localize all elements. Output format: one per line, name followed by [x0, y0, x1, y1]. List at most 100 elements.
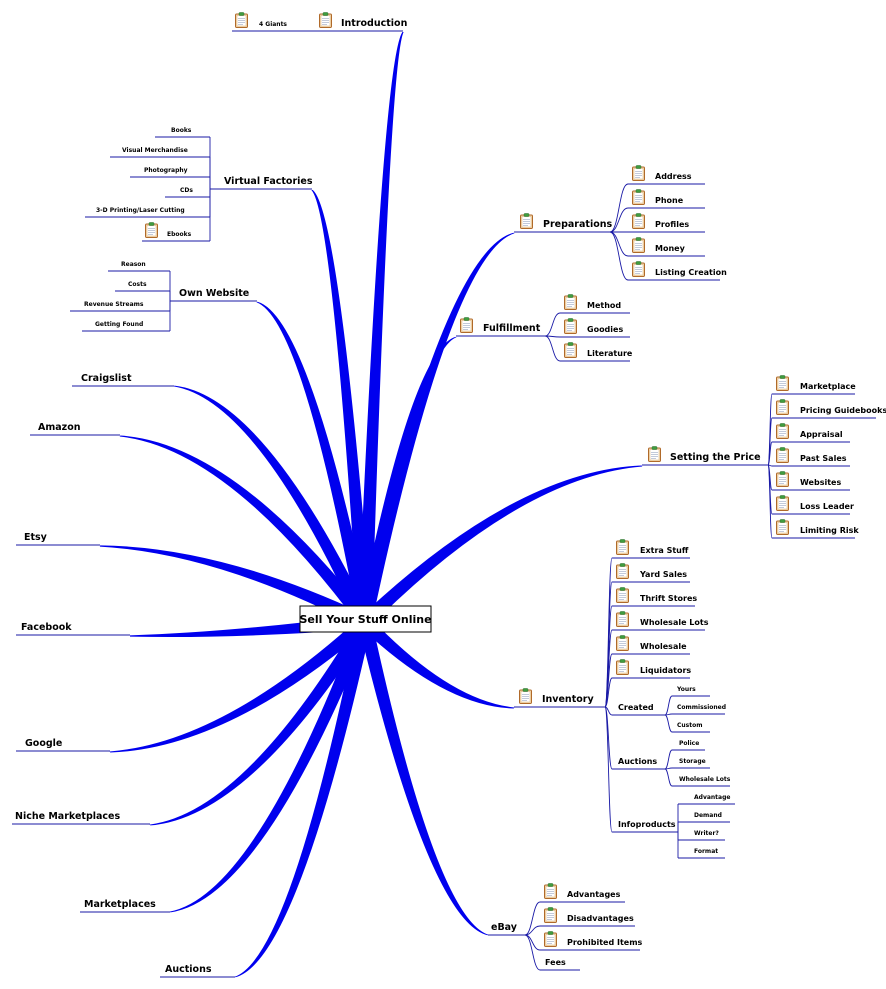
node-photography[interactable]: Photography [130, 167, 210, 178]
node-created[interactable]: Created [612, 703, 665, 716]
sub-connector [524, 934, 541, 971]
node-reason[interactable]: Reason [108, 261, 170, 272]
node-label: Created [618, 703, 654, 712]
node-advantage[interactable]: Advantage [678, 794, 735, 805]
node-address[interactable]: Address [628, 165, 705, 185]
node-label: Method [587, 301, 621, 310]
node-label: Ebooks [167, 231, 192, 238]
node-disadvantages[interactable]: Disadvantages [540, 907, 635, 927]
node-ebooks[interactable]: Ebooks [142, 222, 210, 242]
node-costs[interactable]: Costs [115, 281, 170, 292]
sub-connector [767, 441, 773, 466]
node-label: Marketplaces [84, 899, 156, 910]
node-3d-printing[interactable]: 3-D Printing/Laser Cutting [85, 207, 210, 218]
node-ebay[interactable]: eBay [488, 922, 525, 936]
node-fulfillment[interactable]: Fulfillment [456, 317, 545, 337]
node-auctions[interactable]: Auctions [160, 964, 235, 978]
node-limiting-risk[interactable]: Limiting Risk [772, 519, 859, 539]
node-money[interactable]: Money [628, 237, 705, 257]
notepad-icon [616, 587, 629, 603]
node-method[interactable]: Method [560, 294, 630, 314]
node-marketplaces[interactable]: Marketplaces [80, 899, 170, 913]
node-preparations[interactable]: Preparations [514, 213, 612, 233]
node-writer[interactable]: Writer? [678, 830, 725, 841]
node-wholesale-lots[interactable]: Wholesale Lots [612, 611, 709, 631]
node-label: Websites [800, 478, 841, 487]
node-label: Wholesale [640, 642, 687, 651]
node-fees[interactable]: Fees [540, 958, 580, 971]
node-label: Past Sales [800, 454, 847, 463]
node-4-giants[interactable]: 4 Giants [232, 12, 292, 32]
node-setting-the-price[interactable]: Setting the Price [642, 446, 768, 466]
node-wholesale[interactable]: Wholesale [612, 635, 690, 655]
notepad-icon [616, 635, 629, 651]
node-profiles[interactable]: Profiles [628, 213, 705, 233]
node-commissioned[interactable]: Commissioned [672, 704, 726, 715]
node-label: Goodies [587, 325, 623, 334]
node-yours[interactable]: Yours [672, 686, 710, 697]
node-inv-auctions[interactable]: Auctions [612, 757, 665, 770]
node-facebook[interactable]: Facebook [16, 622, 130, 636]
branch-connector [358, 31, 404, 623]
node-prohibited-items[interactable]: Prohibited Items [540, 931, 643, 951]
node-marketplace[interactable]: Marketplace [772, 375, 856, 395]
branch-connector [361, 465, 643, 629]
node-craigslist[interactable]: Craigslist [72, 373, 174, 387]
node-amazon[interactable]: Amazon [30, 422, 120, 436]
node-listing-creation[interactable]: Listing Creation [628, 261, 727, 281]
node-visual-merchandise[interactable]: Visual Merchandise [110, 147, 210, 158]
node-inv-wholesale-lots[interactable]: Wholesale Lots [672, 776, 731, 787]
node-storage[interactable]: Storage [672, 758, 710, 769]
node-label: Literature [587, 349, 633, 358]
notepad-icon [460, 317, 473, 333]
node-revenue-streams[interactable]: Revenue Streams [70, 301, 170, 312]
node-literature[interactable]: Literature [560, 342, 633, 362]
node-extra-stuff[interactable]: Extra Stuff [612, 539, 690, 559]
node-niche-marketplaces[interactable]: Niche Marketplaces [12, 811, 150, 825]
node-own-website[interactable]: Own Website [170, 288, 257, 302]
notepad-icon [564, 342, 577, 358]
node-websites[interactable]: Websites [772, 471, 850, 491]
node-google[interactable]: Google [16, 738, 110, 752]
node-cds[interactable]: CDs [165, 187, 210, 198]
sub-connector [544, 312, 561, 337]
node-format[interactable]: Format [678, 848, 725, 859]
node-infoproducts[interactable]: Infoproducts [612, 820, 678, 833]
node-label: Costs [128, 281, 147, 288]
node-appraisal[interactable]: Appraisal [772, 423, 850, 443]
notepad-icon [776, 423, 789, 439]
node-label: Custom [677, 722, 703, 729]
node-books[interactable]: Books [155, 127, 210, 138]
branch-connector [256, 301, 372, 625]
notepad-icon [776, 495, 789, 511]
node-custom[interactable]: Custom [672, 722, 710, 733]
node-introduction[interactable]: Introduction [317, 12, 408, 32]
node-police[interactable]: Police [672, 740, 705, 751]
node-virtual-factories[interactable]: Virtual Factories [210, 176, 313, 190]
sub-connector [524, 925, 541, 936]
node-advantages[interactable]: Advantages [540, 883, 625, 903]
sub-connector [604, 706, 613, 716]
node-getting-found[interactable]: Getting Found [82, 321, 170, 332]
sub-connector [604, 677, 613, 708]
notepad-icon [632, 213, 645, 229]
node-phone[interactable]: Phone [628, 189, 705, 209]
node-thrift-stores[interactable]: Thrift Stores [612, 587, 697, 607]
node-inventory[interactable]: Inventory [514, 688, 605, 708]
notepad-icon [776, 519, 789, 535]
node-pricing-guidebooks[interactable]: Pricing Guidebooks [772, 399, 886, 419]
sub-connector [664, 695, 673, 716]
node-label: Phone [655, 196, 684, 205]
node-etsy[interactable]: Etsy [16, 532, 100, 546]
node-loss-leader[interactable]: Loss Leader [772, 495, 854, 515]
central-topic[interactable]: Sell Your Stuff Online [299, 605, 432, 633]
node-demand[interactable]: Demand [678, 812, 730, 823]
node-yard-sales[interactable]: Yard Sales [612, 563, 690, 583]
node-label: Liquidators [640, 666, 691, 675]
node-goodies[interactable]: Goodies [560, 318, 630, 338]
node-past-sales[interactable]: Past Sales [772, 447, 850, 467]
branch-connector [169, 618, 371, 913]
node-label: Infoproducts [618, 820, 676, 829]
node-liquidators[interactable]: Liquidators [612, 659, 691, 679]
